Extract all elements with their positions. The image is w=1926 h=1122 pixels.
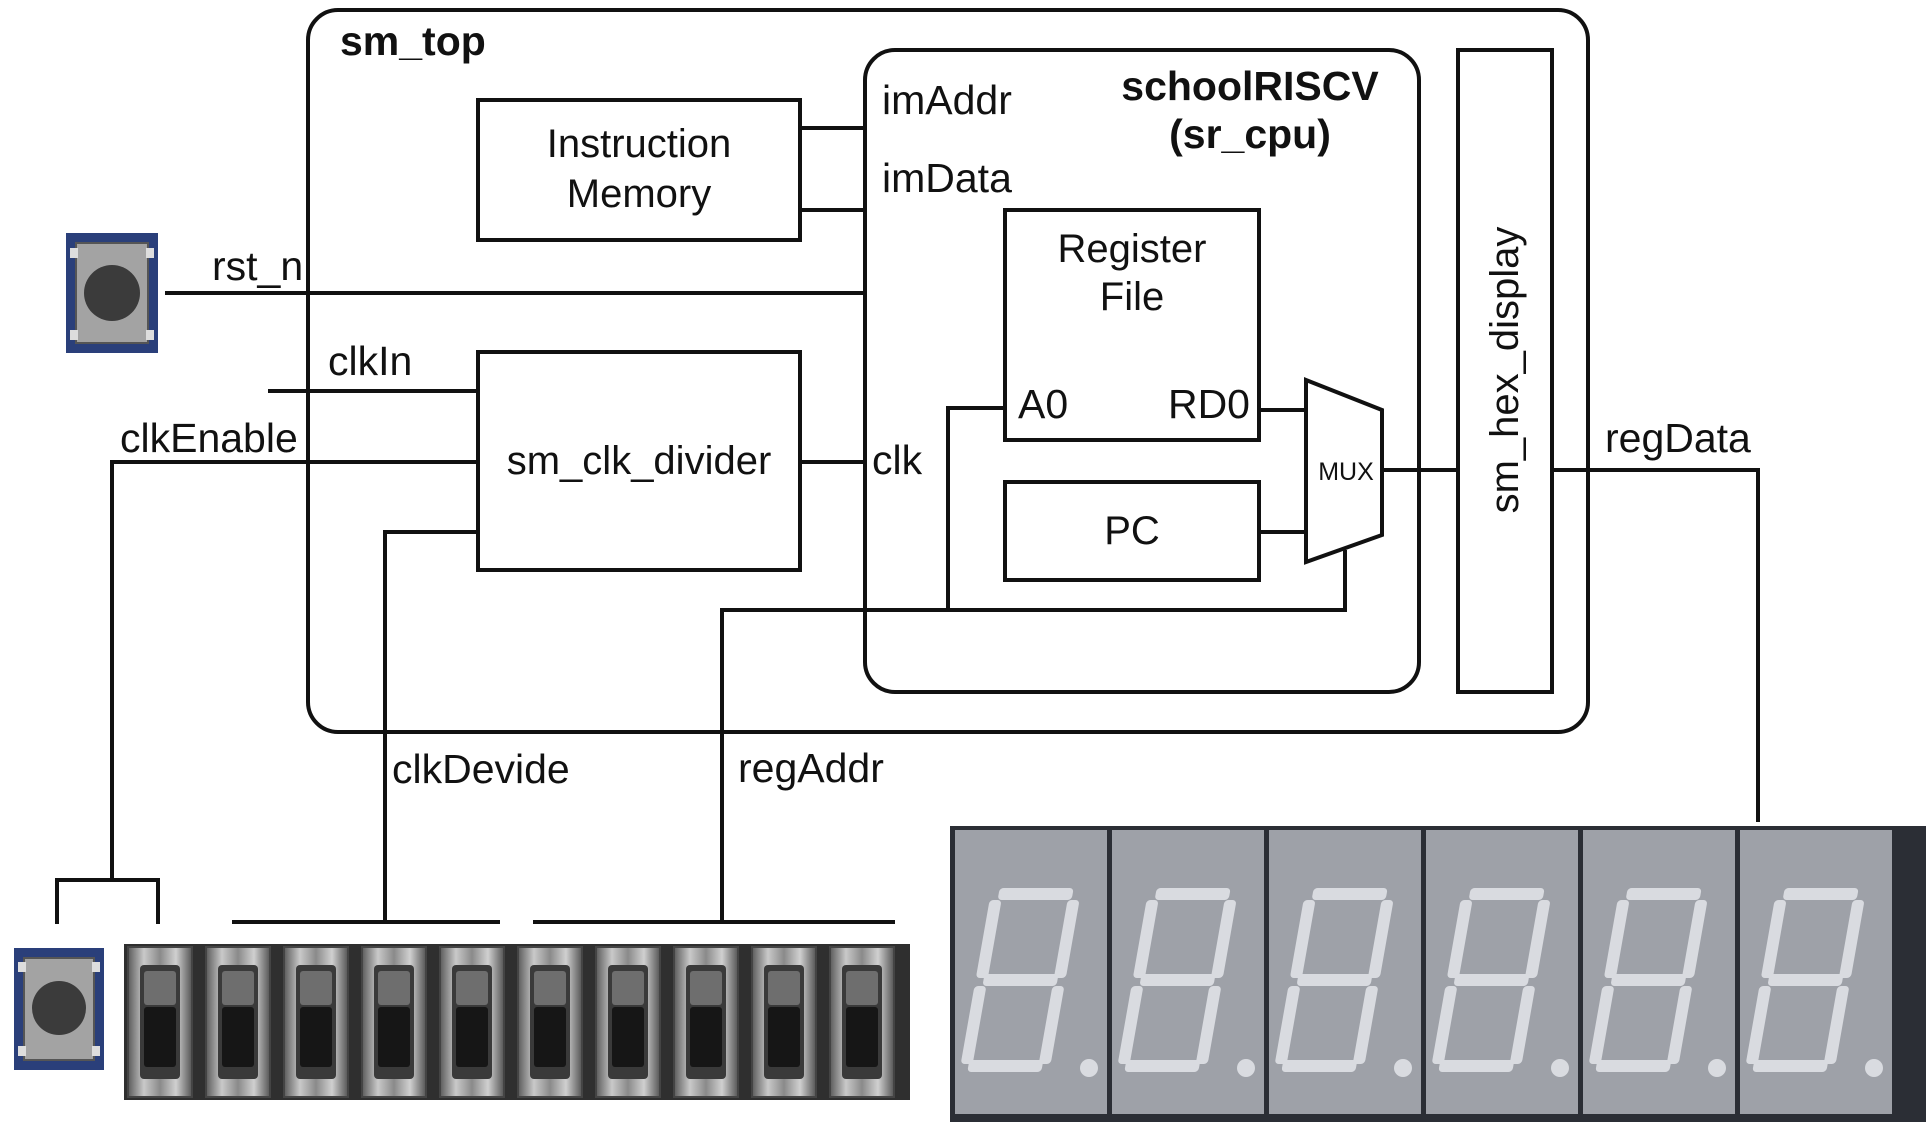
- slide-switch[interactable]: [284, 947, 348, 1097]
- cpu-title-line1: schoolRISCV: [1121, 63, 1379, 109]
- register-file-line2: File: [1100, 275, 1164, 319]
- port-imdata: imData: [882, 155, 1012, 201]
- instruction-memory-block: [478, 100, 800, 240]
- slide-switch[interactable]: [128, 947, 192, 1097]
- slide-switch[interactable]: [440, 947, 504, 1097]
- clk-enable-button[interactable]: [14, 948, 104, 1070]
- signal-clkenable: clkEnable: [120, 415, 298, 461]
- port-a0: A0: [1018, 381, 1068, 427]
- hex-display-label: sm_hex_display: [1483, 227, 1527, 514]
- signal-clkin: clkIn: [328, 338, 412, 384]
- mux-label: MUX: [1318, 458, 1374, 486]
- slide-switch[interactable]: [674, 947, 738, 1097]
- signal-regdata: regData: [1605, 415, 1751, 461]
- reset-button[interactable]: [66, 233, 158, 353]
- bus-clkenable: [57, 880, 158, 924]
- clk-divider-label: sm_clk_divider: [507, 439, 772, 483]
- seven-segment-display: [950, 826, 1926, 1122]
- instruction-memory-line1: Instruction: [547, 122, 732, 166]
- signal-rst-n: rst_n: [212, 243, 303, 289]
- slide-switch[interactable]: [830, 947, 894, 1097]
- slide-switch[interactable]: [596, 947, 660, 1097]
- register-file-line1: Register: [1058, 227, 1207, 271]
- instruction-memory-line2: Memory: [567, 172, 711, 216]
- sm-top-label: sm_top: [340, 18, 486, 64]
- slide-switch[interactable]: [518, 947, 582, 1097]
- cpu-title-line2: (sr_cpu): [1169, 111, 1331, 157]
- slide-switch[interactable]: [362, 947, 426, 1097]
- port-imaddr: imAddr: [882, 77, 1012, 123]
- slide-switch[interactable]: [206, 947, 270, 1097]
- port-rd0: RD0: [1168, 381, 1250, 427]
- port-clk: clk: [872, 437, 923, 483]
- signal-regaddr: regAddr: [738, 745, 884, 791]
- slide-switch-bank: [124, 944, 910, 1100]
- pc-label: PC: [1104, 509, 1160, 553]
- signal-clkdevide: clkDevide: [392, 746, 570, 792]
- slide-switch[interactable]: [752, 947, 816, 1097]
